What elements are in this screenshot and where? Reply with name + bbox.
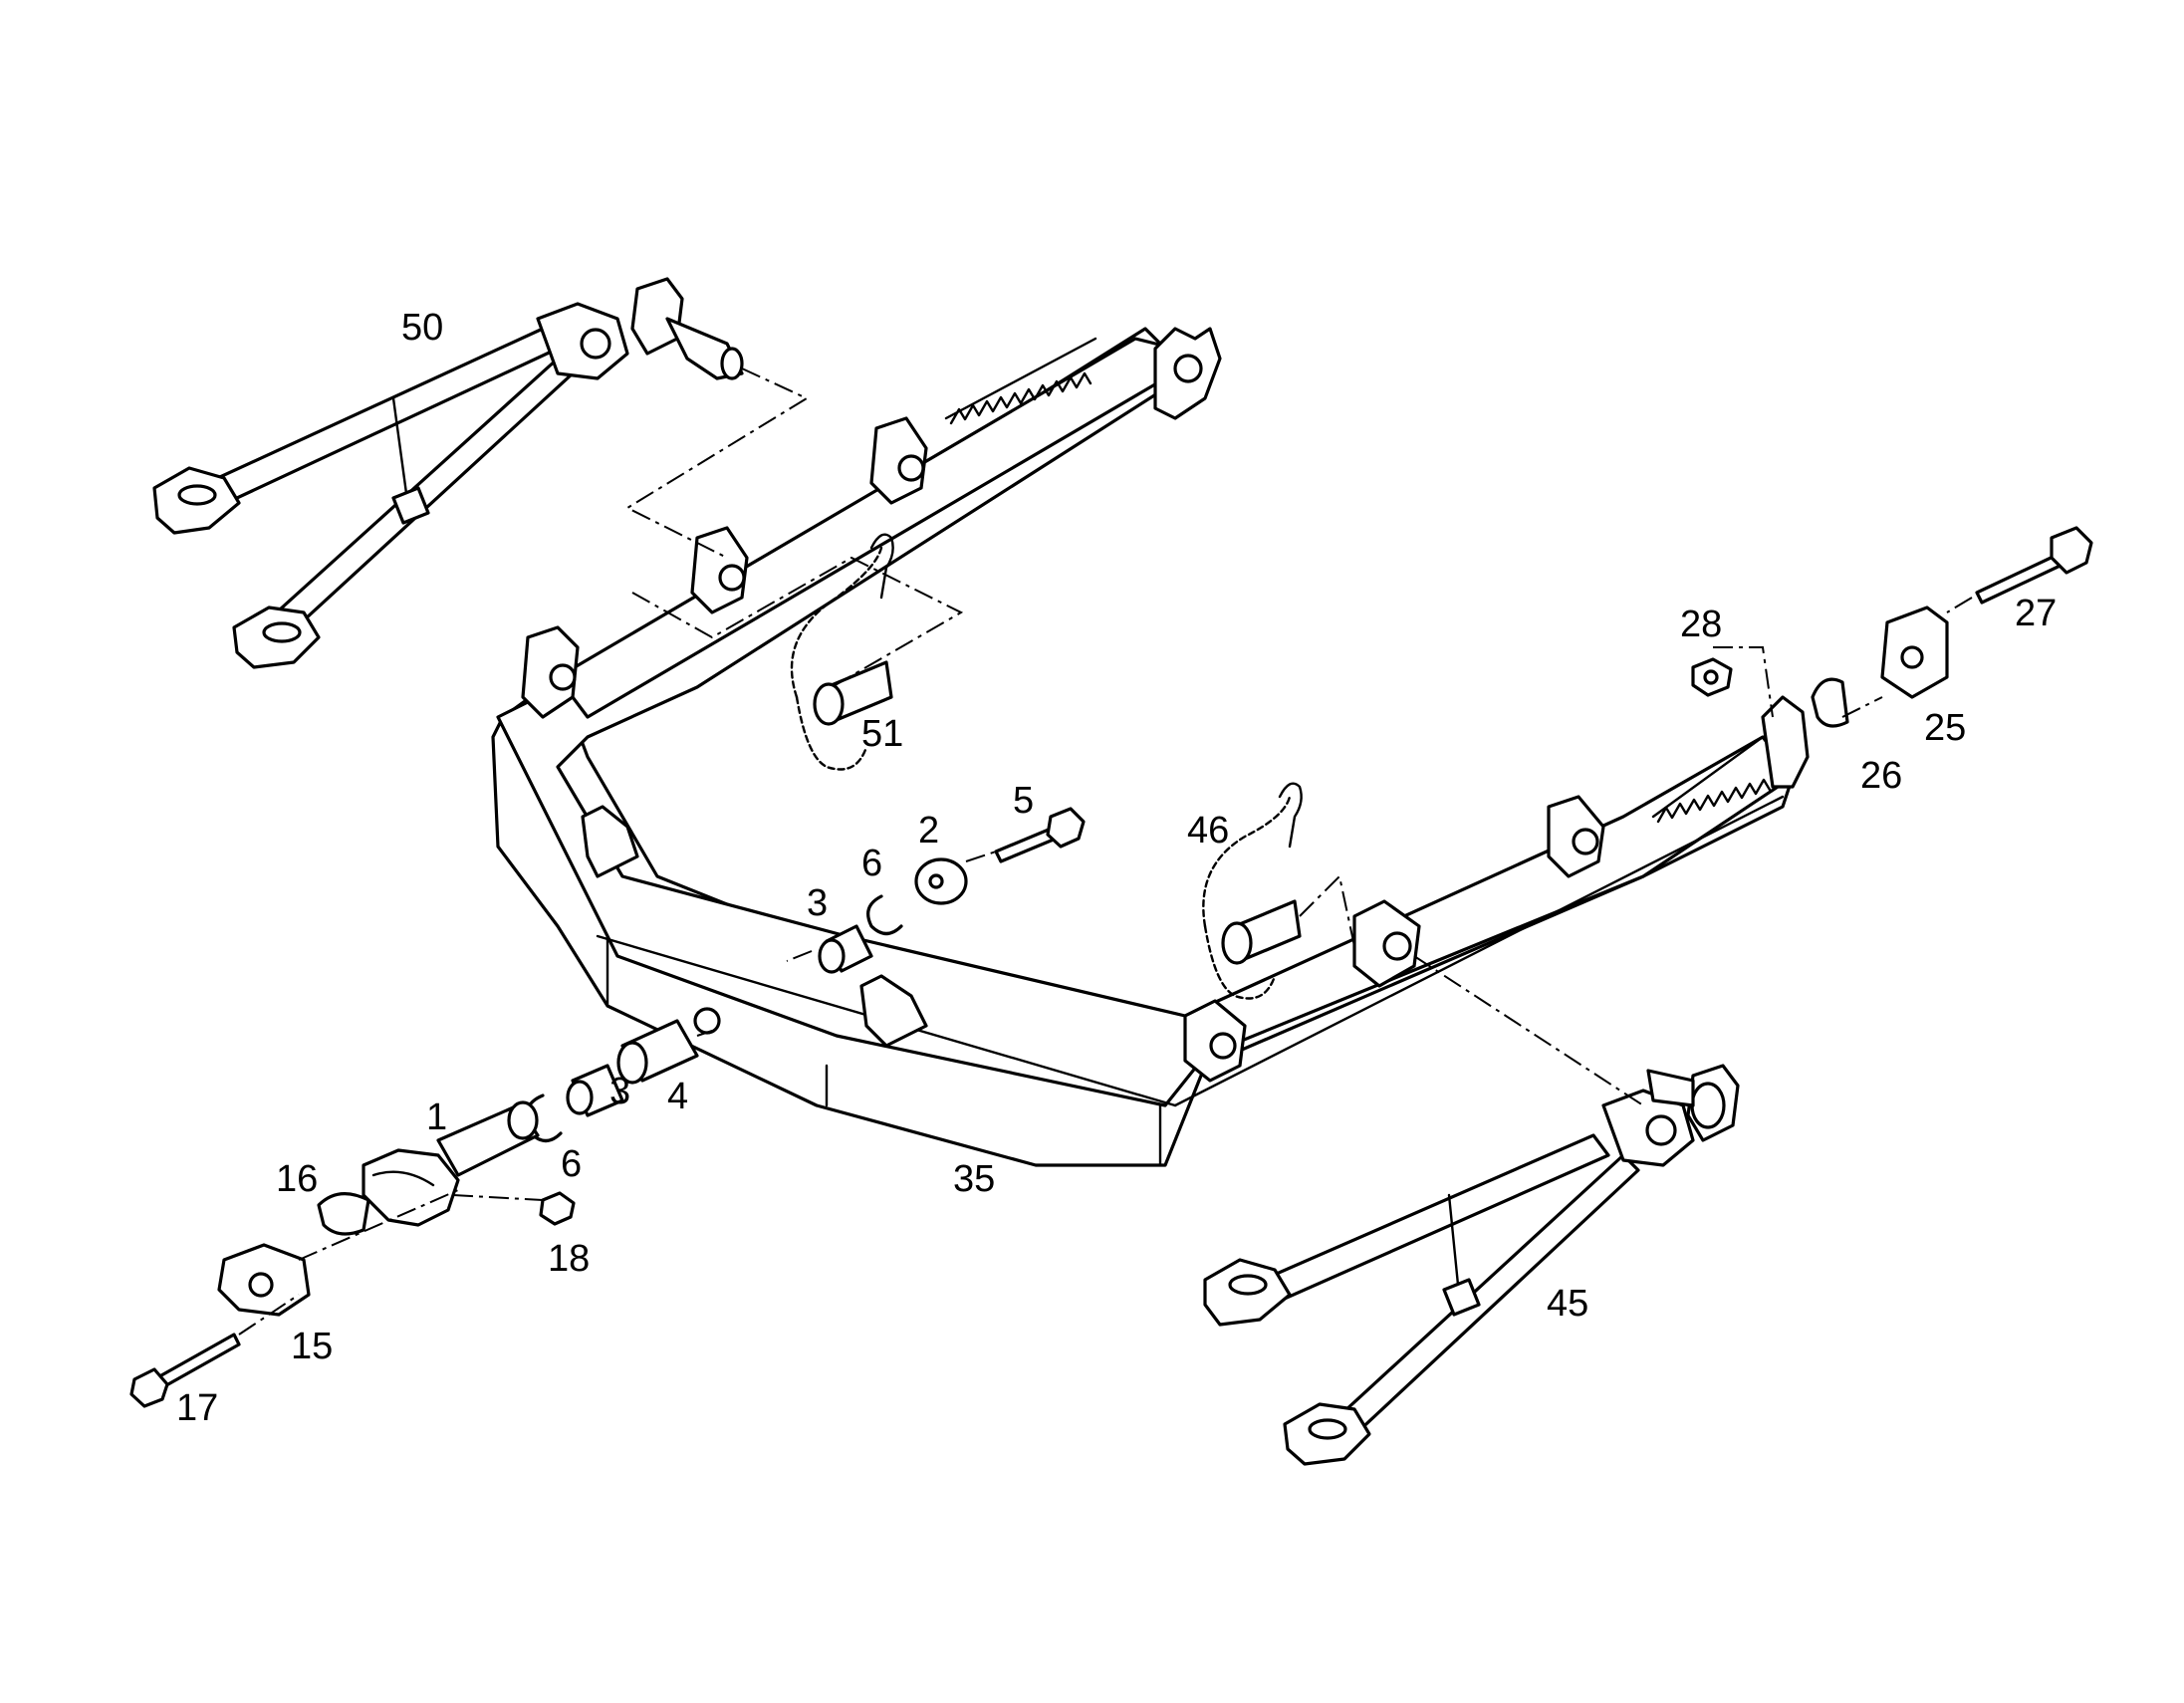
- half-bushing-16: [317, 1192, 370, 1236]
- part-label-1: 1: [426, 1096, 448, 1138]
- main-frame: [491, 327, 1810, 1167]
- part-label-26: 26: [1860, 755, 1903, 797]
- part-label-18: 18: [548, 1238, 591, 1280]
- frame-pivot-block-5: [1547, 795, 1605, 878]
- part-label-6a: 6: [861, 843, 883, 884]
- part-label-51: 51: [861, 713, 904, 755]
- frame-pivot-block-4: [1352, 899, 1421, 988]
- frame-pivot-block-6: [1183, 999, 1247, 1083]
- part-label-35: 35: [953, 1158, 996, 1200]
- part-label-27: 27: [2015, 593, 2058, 634]
- part-label-16: 16: [276, 1158, 319, 1200]
- bolt-17: [129, 1333, 241, 1408]
- frame-pivot-block-2: [690, 526, 749, 614]
- bushing-3a: [818, 924, 873, 974]
- part-label-3b: 3: [609, 1071, 631, 1112]
- part-label-6b: 6: [561, 1143, 583, 1185]
- bolt-27: [1975, 526, 2093, 605]
- leader-lines: [238, 367, 1973, 1336]
- part-label-50: 50: [401, 307, 444, 349]
- circlip-6a: [866, 894, 903, 936]
- part-label-28: 28: [1680, 604, 1723, 645]
- link-arm-45: [1203, 1064, 1740, 1466]
- part-label-3a: 3: [807, 882, 829, 924]
- part-label-45: 45: [1547, 1283, 1589, 1325]
- part-label-4: 4: [667, 1076, 689, 1117]
- shaft-1: [362, 1100, 540, 1227]
- bushing-3b: [566, 1064, 624, 1117]
- pin-51: [790, 533, 894, 771]
- clamp-15: [217, 1243, 311, 1317]
- bushing-4: [616, 1019, 699, 1085]
- part-label-15: 15: [291, 1326, 334, 1367]
- frame-pivot-block-3: [869, 416, 928, 505]
- clamp-25: [1880, 606, 1949, 699]
- part-label-25: 25: [1924, 707, 1967, 749]
- pin-46: [1202, 782, 1303, 1000]
- half-bushing-26: [1811, 677, 1849, 728]
- part-label-17: 17: [176, 1387, 219, 1429]
- frame-pivot-block-1: [521, 625, 580, 719]
- link-arm-50: [152, 277, 744, 669]
- nut-18: [539, 1191, 576, 1226]
- part-label-46: 46: [1187, 810, 1230, 852]
- bolt-5: [994, 807, 1086, 863]
- washer-2: [914, 857, 968, 905]
- part-label-2: 2: [918, 810, 940, 852]
- nut-28: [1691, 657, 1733, 697]
- part-label-5: 5: [1013, 780, 1035, 822]
